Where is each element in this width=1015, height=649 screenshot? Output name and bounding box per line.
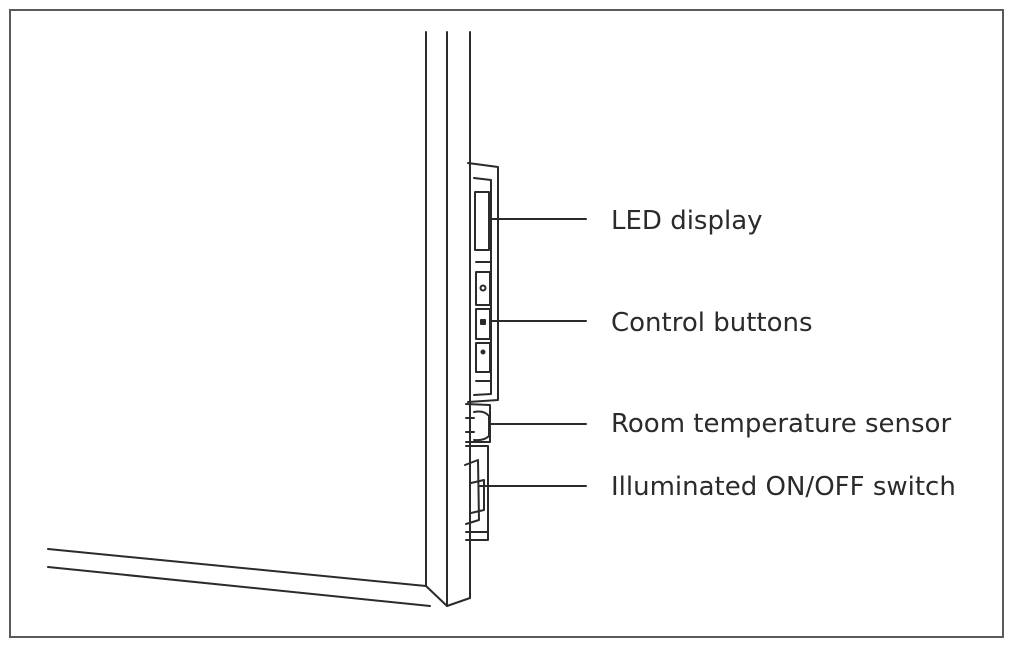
panel-bottom-edge: [47, 548, 471, 607]
control-unit-housing: [467, 162, 499, 403]
panel-side-edge: [425, 31, 471, 607]
on-off-switch: [464, 445, 489, 541]
label-room-temperature-sensor: Room temperature sensor: [611, 409, 952, 439]
room-temperature-sensor: [465, 403, 491, 443]
control-button-group: [475, 271, 491, 382]
label-on-off-switch: Illuminated ON/OFF switch: [611, 472, 956, 502]
led-display: [474, 191, 491, 263]
leader-lines: [479, 218, 587, 487]
label-led-display: LED display: [611, 206, 763, 236]
diagram-frame: [9, 9, 1004, 638]
label-control-buttons: Control buttons: [611, 308, 813, 338]
